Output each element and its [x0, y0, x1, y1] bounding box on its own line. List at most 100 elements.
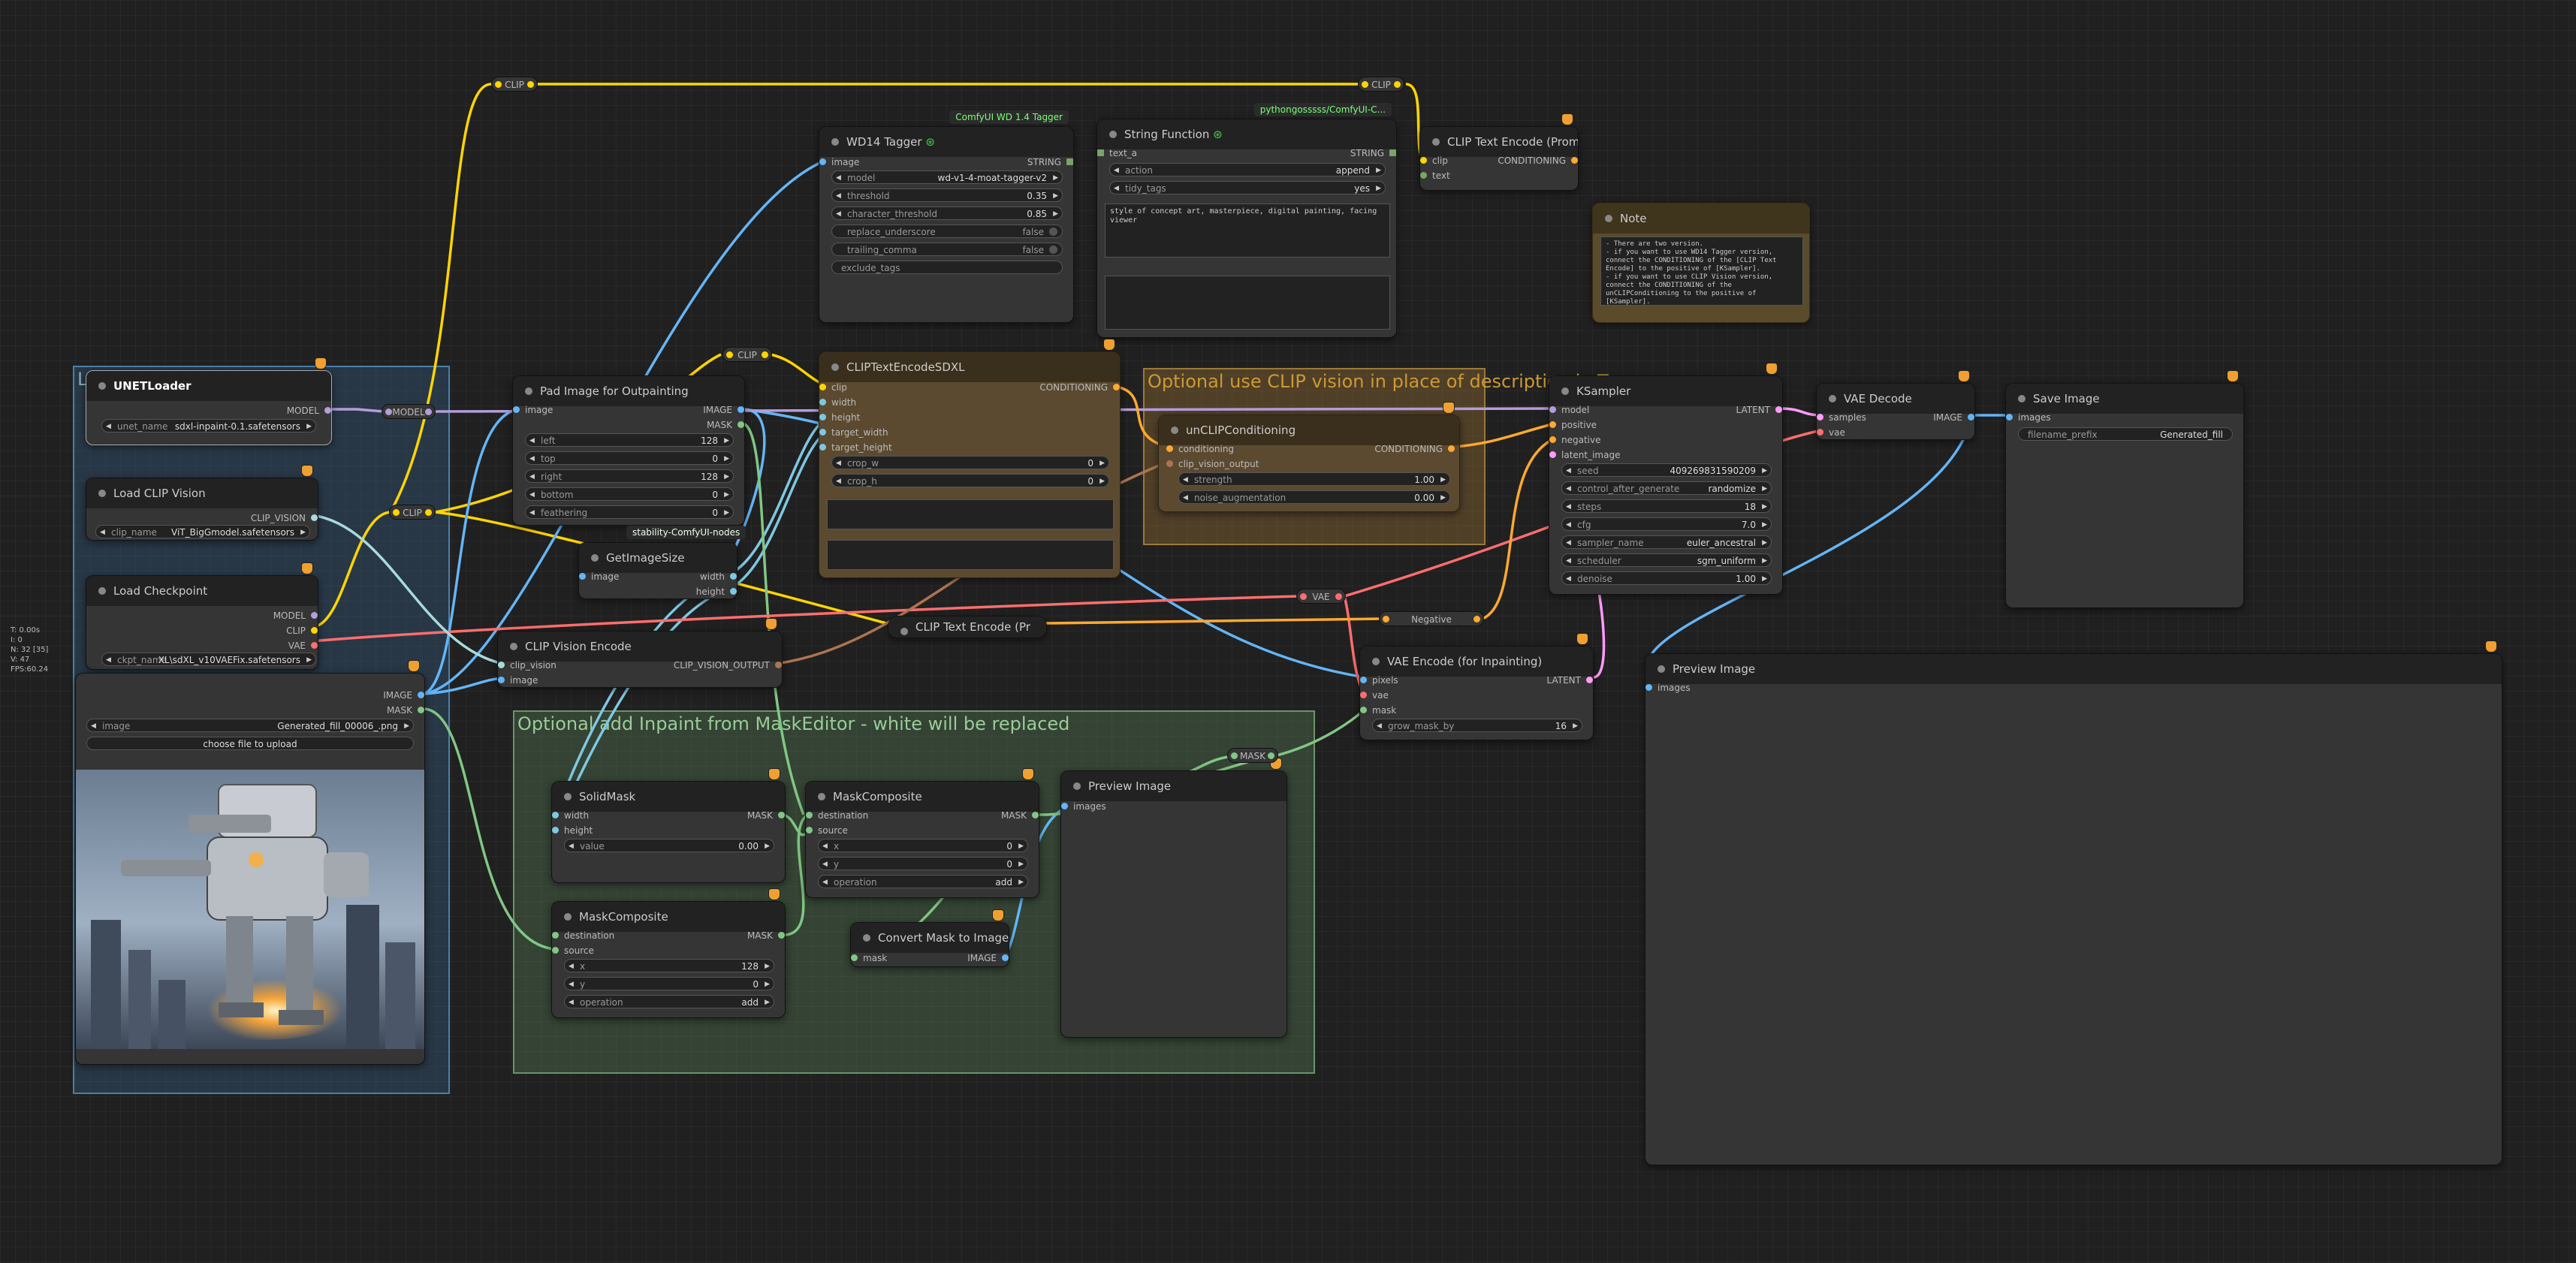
- input-slot-destination[interactable]: [552, 932, 559, 939]
- node-pad-image[interactable]: Pad Image for Outpainting image IMAGE MA…: [512, 375, 745, 526]
- input-slot-mask[interactable]: [851, 954, 858, 961]
- input-slot-images[interactable]: [2006, 414, 2013, 420]
- output-slot-mask[interactable]: [778, 812, 785, 818]
- node-title[interactable]: Note: [1593, 203, 1809, 234]
- output-slot-mask[interactable]: [1032, 812, 1039, 818]
- node-title[interactable]: KSampler: [1549, 376, 1782, 406]
- input-slot-destination[interactable]: [806, 812, 813, 818]
- node-title[interactable]: Load CLIP Vision: [86, 478, 318, 508]
- output-slot-conditioning[interactable]: [1571, 157, 1578, 164]
- node-clip-vision-encode[interactable]: CLIP Vision Encode clip_vision CLIP_VISI…: [497, 618, 783, 688]
- input-slot-latent-image[interactable]: [1549, 451, 1556, 458]
- upload-button[interactable]: choose file to upload: [86, 737, 414, 750]
- output-slot-image[interactable]: [738, 406, 744, 413]
- node-title[interactable]: Pad Image for Outpainting: [513, 376, 744, 406]
- widget-crop-h[interactable]: crop_h0: [831, 474, 1109, 488]
- node-title[interactable]: Preview Image: [1061, 771, 1286, 801]
- output-slot-clip-vision[interactable]: [311, 514, 318, 521]
- input-slot-width[interactable]: [819, 399, 826, 405]
- reroute-clip[interactable]: CLIP: [722, 347, 772, 362]
- input-slot-image[interactable]: [819, 158, 826, 165]
- node-title[interactable]: Save Image: [2006, 384, 2243, 414]
- node-title[interactable]: Load Checkpoint: [86, 576, 318, 606]
- node-ksampler[interactable]: KSampler model LATENT positive negative …: [1549, 363, 1783, 595]
- input-slot-pixels[interactable]: [1360, 677, 1367, 683]
- node-load-clip-vision[interactable]: Load CLIP Vision CLIP_VISION clip_nameVi…: [86, 465, 318, 541]
- input-slot-text[interactable]: [1420, 172, 1427, 179]
- widget-y[interactable]: y0: [818, 857, 1028, 871]
- input-slot-text-a[interactable]: [1097, 149, 1104, 156]
- node-mask-composite[interactable]: MaskComposite destination MASK source x1…: [551, 888, 786, 1018]
- input-slot-width[interactable]: [552, 812, 559, 818]
- input-slot-clip[interactable]: [1420, 157, 1427, 164]
- reroute-model[interactable]: MODEL: [382, 404, 436, 419]
- input-slot-clip[interactable]: [819, 384, 826, 390]
- output-slot-model[interactable]: [311, 612, 318, 619]
- input-slot-image[interactable]: [498, 677, 505, 683]
- node-title[interactable]: UNETLoader: [86, 371, 331, 401]
- input-slot-vae[interactable]: [1360, 692, 1367, 698]
- node-preview-image-mid[interactable]: Preview Image images: [1060, 758, 1287, 1038]
- input-slot-source[interactable]: [552, 947, 559, 954]
- node-preview-image-right[interactable]: Preview Image images: [1645, 641, 2502, 1165]
- node-clip-text-encode-prompt[interactable]: CLIP Text Encode (Prompt) clip CONDITION…: [1419, 113, 1579, 191]
- node-title[interactable]: WD14 Tagger ⊛: [819, 127, 1073, 157]
- node-title[interactable]: unCLIPConditioning: [1159, 415, 1459, 445]
- output-slot-width[interactable]: [730, 573, 737, 580]
- input-slot-vae[interactable]: [1817, 429, 1823, 436]
- node-title[interactable]: MaskComposite: [552, 902, 785, 932]
- input-slot-samples[interactable]: [1817, 414, 1823, 420]
- node-clip-text-encode-negative[interactable]: CLIP Text Encode (Pr: [888, 616, 1047, 638]
- output-slot-model[interactable]: [324, 407, 331, 414]
- output-slot-clip-vision-output[interactable]: [775, 662, 782, 668]
- input-slot-clip-vision-output[interactable]: [1166, 460, 1173, 467]
- input-slot-clip-vision[interactable]: [498, 662, 505, 668]
- node-note[interactable]: Note - There are two version. - if you w…: [1592, 203, 1810, 323]
- input-slot-conditioning[interactable]: [1166, 445, 1173, 452]
- node-load-checkpoint[interactable]: Load Checkpoint MODEL CLIP VAE ckpt_name…: [86, 562, 318, 670]
- node-title[interactable]: Convert Mask to Image: [851, 923, 1009, 953]
- output-slot-vae[interactable]: [311, 642, 318, 649]
- output-slot-mask[interactable]: [778, 932, 785, 939]
- input-slot-image[interactable]: [579, 573, 586, 580]
- node-title[interactable]: Preview Image: [1645, 654, 2502, 684]
- node-vae-encode-inpainting[interactable]: VAE Encode (for Inpainting) pixels LATEN…: [1359, 633, 1594, 740]
- node-title[interactable]: String Function ⊛: [1097, 119, 1396, 149]
- output-slot-clip[interactable]: [311, 627, 318, 634]
- output-slot-mask[interactable]: [738, 421, 744, 428]
- textarea-text-g[interactable]: [827, 499, 1114, 529]
- input-slot-images[interactable]: [1061, 803, 1068, 809]
- node-title[interactable]: GetImageSize: [579, 543, 737, 573]
- output-slot-latent[interactable]: [1586, 677, 1593, 683]
- node-get-image-size[interactable]: GetImageSize image width height: [578, 542, 738, 599]
- input-slot-target-width[interactable]: [819, 429, 826, 436]
- widget-y[interactable]: y0: [564, 977, 774, 991]
- input-slot-target-height[interactable]: [819, 444, 826, 451]
- node-title[interactable]: SolidMask: [552, 782, 785, 812]
- input-slot-positive[interactable]: [1549, 421, 1556, 428]
- node-title[interactable]: CLIP Vision Encode: [498, 632, 782, 662]
- output-slot-image[interactable]: [1002, 954, 1009, 961]
- output-slot-height[interactable]: [730, 588, 737, 595]
- output-slot-image[interactable]: [418, 692, 424, 698]
